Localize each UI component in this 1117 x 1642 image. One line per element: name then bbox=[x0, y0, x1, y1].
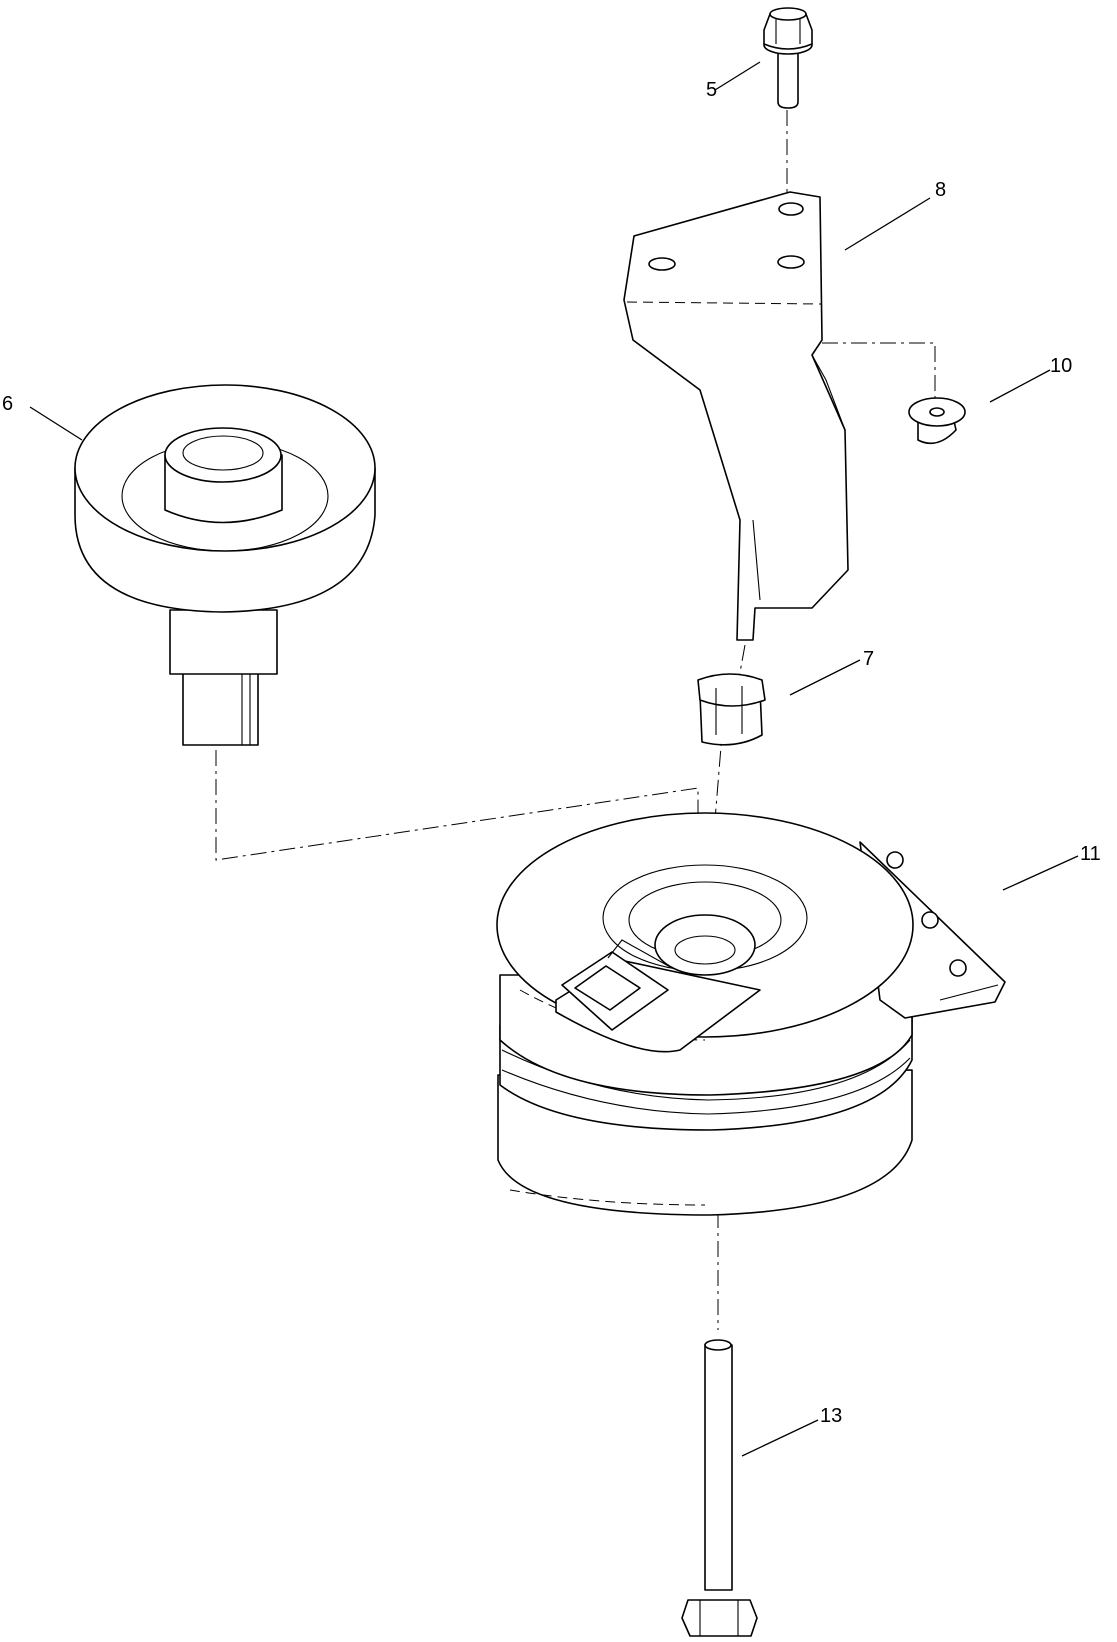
bracket-part bbox=[623, 191, 849, 641]
spacer-clip-part bbox=[697, 673, 766, 746]
callout-10: 10 bbox=[1050, 355, 1072, 377]
callout-labels: 5 8 10 6 7 11 13 bbox=[2, 79, 1101, 1427]
clutch-bolt-part bbox=[681, 1339, 758, 1637]
leader-11 bbox=[1002, 855, 1079, 891]
leader-6 bbox=[29, 406, 83, 441]
callout-7: 7 bbox=[863, 648, 874, 670]
flange-bolt-part bbox=[763, 7, 813, 109]
leader-13 bbox=[741, 1419, 819, 1457]
leader-7 bbox=[789, 659, 861, 696]
callout-11: 11 bbox=[1080, 843, 1101, 865]
callout-13: 13 bbox=[820, 1405, 842, 1427]
callout-6: 6 bbox=[2, 393, 13, 415]
leader-5 bbox=[714, 61, 761, 91]
callout-leaders bbox=[29, 61, 1079, 1457]
leader-8 bbox=[844, 197, 931, 251]
pulley-spindle-part bbox=[74, 384, 376, 746]
callout-5: 5 bbox=[706, 79, 717, 101]
flange-nut-part bbox=[908, 397, 966, 445]
electric-clutch-part bbox=[496, 812, 1006, 1216]
leader-10 bbox=[989, 369, 1051, 403]
callout-8: 8 bbox=[935, 179, 946, 201]
